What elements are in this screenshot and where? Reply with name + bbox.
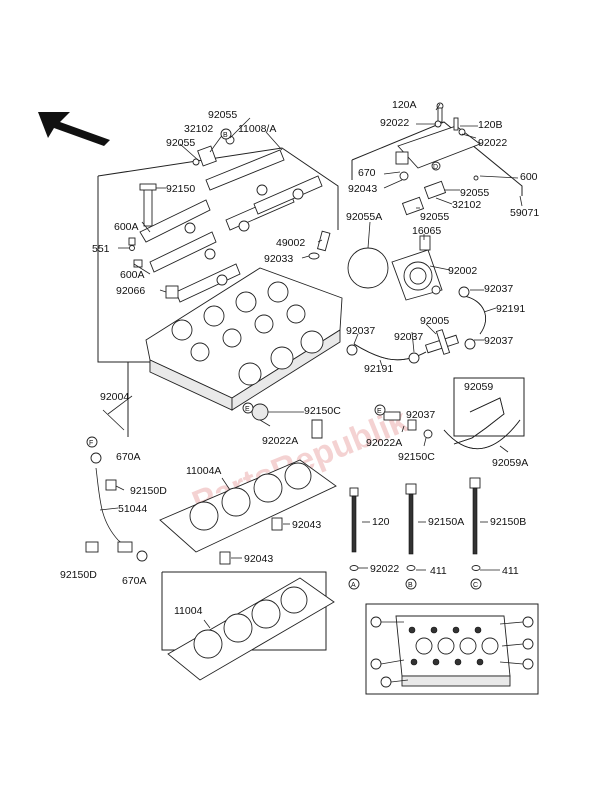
label-670a: 670A xyxy=(122,575,147,587)
label-600a: 600A xyxy=(120,269,145,281)
label-92043: 92043 xyxy=(348,183,377,195)
label-92037: 92037 xyxy=(406,409,435,421)
camshaft-caps xyxy=(139,149,323,303)
label-92150b: 92150B xyxy=(490,516,526,528)
label-92037: 92037 xyxy=(394,331,423,343)
label-49002: 49002 xyxy=(276,237,305,249)
marker-a: A xyxy=(351,582,356,589)
label-411: 411 xyxy=(502,565,519,577)
label-92004: 92004 xyxy=(100,391,129,403)
label-11004a: 11004A xyxy=(186,465,221,477)
label-92150: 92150 xyxy=(166,183,195,195)
label-92150c: 92150C xyxy=(304,405,341,417)
label-670: 670 xyxy=(358,167,376,179)
label-600a: 600A xyxy=(114,221,139,233)
label-551: 551 xyxy=(92,243,110,255)
label-92022: 92022 xyxy=(370,563,399,575)
label-51044: 51044 xyxy=(118,503,147,515)
bolt-set xyxy=(348,477,500,590)
bolt-pattern-box xyxy=(365,603,539,695)
label-92150c: 92150C xyxy=(398,451,435,463)
label-92191: 92191 xyxy=(364,363,393,375)
label-92037: 92037 xyxy=(484,283,513,295)
label-120: 120 xyxy=(372,516,390,528)
label-92043: 92043 xyxy=(292,519,321,531)
marker-b: B xyxy=(223,132,228,139)
label-92022: 92022 xyxy=(478,137,507,149)
breather-assembly xyxy=(346,102,523,367)
label-120a: 120A xyxy=(392,99,417,111)
label-16065: 16065 xyxy=(412,225,441,237)
label-92002: 92002 xyxy=(448,265,477,277)
label-92059a: 92059A xyxy=(492,457,528,469)
marker-e: E xyxy=(377,408,382,415)
marker-e: E xyxy=(245,406,250,413)
label-59071: 59071 xyxy=(510,207,539,219)
label-92043: 92043 xyxy=(244,553,273,565)
label-92150d: 92150D xyxy=(130,485,167,497)
label-32102: 32102 xyxy=(184,123,213,135)
label-92059: 92059 xyxy=(464,381,493,393)
front-direction-arrow-icon xyxy=(38,112,110,146)
marker-f: F xyxy=(89,440,93,447)
label-11008a: 11008/A xyxy=(238,123,276,135)
label-120b: 120B xyxy=(478,119,503,131)
label-92033: 92033 xyxy=(264,253,293,265)
label-92022: 92022 xyxy=(380,117,409,129)
label-92150a: 92150A xyxy=(428,516,464,528)
hose-box xyxy=(383,377,525,453)
label-92055: 92055 xyxy=(208,109,237,121)
marker-d: D xyxy=(433,164,438,171)
head-ports xyxy=(171,281,324,386)
label-670a: 670A xyxy=(116,451,141,463)
marker-c: C xyxy=(473,582,478,589)
label-92022a: 92022A xyxy=(262,435,298,447)
label-600: 600 xyxy=(520,171,538,183)
label-92191: 92191 xyxy=(496,303,525,315)
label-32102: 32102 xyxy=(452,199,481,211)
label-92066: 92066 xyxy=(116,285,145,297)
label-92055: 92055 xyxy=(460,187,489,199)
label-92055: 92055 xyxy=(420,211,449,223)
gasket-assembly xyxy=(85,452,337,681)
label-92022a: 92022A xyxy=(366,437,402,449)
cylinder-head-assembly xyxy=(97,117,343,439)
label-92055a: 92055A xyxy=(346,211,382,223)
marker-b: B xyxy=(408,582,413,589)
label-92055: 92055 xyxy=(166,137,195,149)
label-92005: 92005 xyxy=(420,315,449,327)
label-92037: 92037 xyxy=(484,335,513,347)
label-92037: 92037 xyxy=(346,325,375,337)
label-92150d: 92150D xyxy=(60,569,97,581)
reference-markers xyxy=(86,128,441,448)
label-11004: 11004 xyxy=(174,605,203,617)
label-411: 411 xyxy=(430,565,447,577)
